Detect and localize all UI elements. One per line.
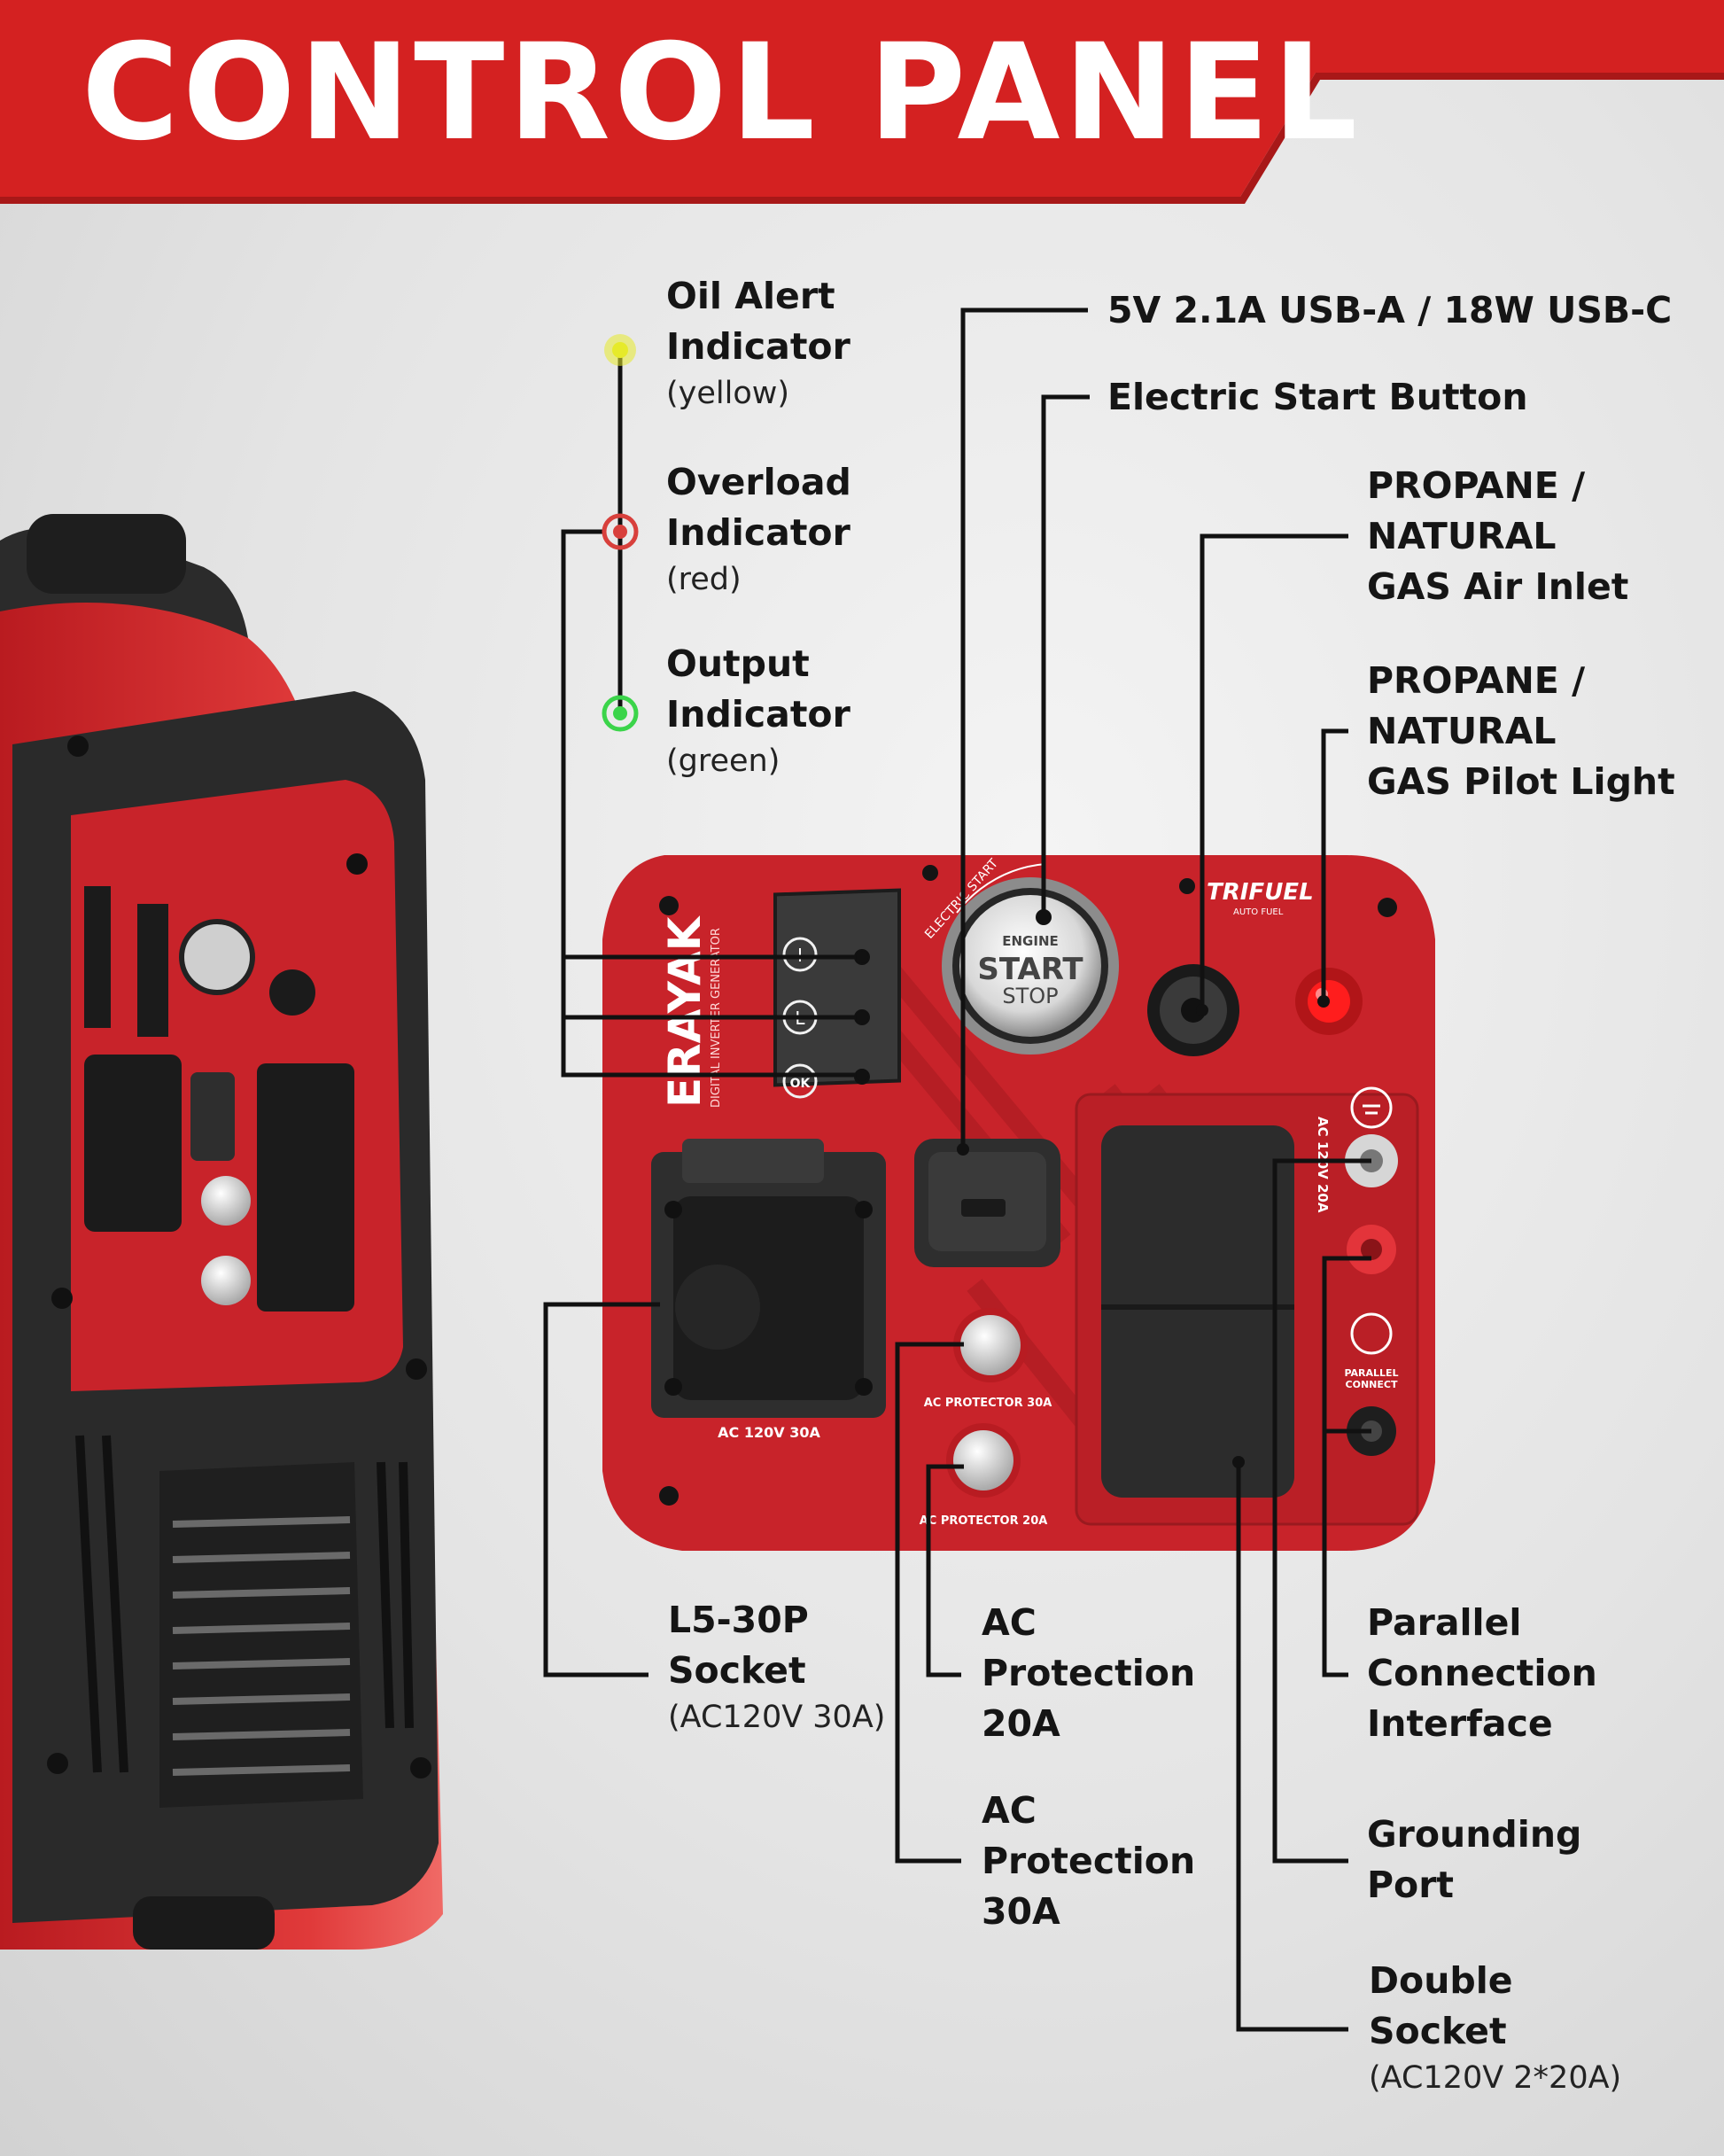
double-socket-line1: Double [1369,1959,1513,2002]
ac20-line1: AC [982,1601,1037,1644]
ac30-line3: 30A [982,1890,1060,1933]
double-socket-callout: Double Socket (AC120V 2*20A) [1369,1956,1621,2099]
ac30-line1: AC [982,1789,1037,1832]
output-icon-glyph: OK [790,1077,812,1091]
l5-30p-socket[interactable]: AC 120V 30A [651,1139,886,1441]
air-inlet-callout: PROPANE / NATURAL GAS Air Inlet [1367,461,1628,612]
l5-30p-note: (AC120V 30A) [668,1700,886,1735]
front-control-panel: ERAYAK DIGITAL INVERTER GENERATOR ! L OK… [602,855,1435,1551]
usb-callout: 5V 2.1A USB-A / 18W USB-C [1107,285,1672,336]
oil-alert-indicator-label: Oil Alert Indicator (yellow) [666,271,850,415]
gas-pilot-light [1295,968,1363,1035]
start-button-main-text: START [977,952,1083,987]
pilot-light-line1: PROPANE / [1367,659,1586,702]
parallel-panel-label-line2: CONNECT [1346,1379,1398,1390]
electric-start-callout: Electric Start Button [1107,372,1528,423]
air-inlet-line2: NATURAL [1367,515,1557,557]
output-line1: Output [666,642,810,685]
grounding-line1: Grounding [1367,1813,1582,1856]
panel-brand-subtext: DIGITAL INVERTER GENERATOR [710,928,723,1108]
electric-start-callout-text: Electric Start Button [1107,376,1528,418]
overload-line1: Overload [666,461,851,503]
parallel-line3: Interface [1367,1702,1553,1745]
parallel-line2: Connection [1367,1652,1597,1694]
pilot-light-line2: NATURAL [1367,710,1557,752]
header-banner [0,0,1724,204]
l5-30p-line2: Socket [668,1649,806,1692]
double-socket-note: (AC120V 2*20A) [1369,2060,1622,2096]
overload-indicator-label: Overload Indicator (red) [666,457,851,601]
generator-side-view [0,514,443,1950]
output-indicator-label: Output Indicator (green) [666,639,850,782]
start-button-top-text: ENGINE [1002,933,1059,949]
overload-line2: Indicator [666,511,850,554]
ac30-line2: Protection [982,1840,1196,1882]
output-color-note: (green) [666,743,780,779]
panel-brand-text: ERAYAK [659,915,711,1108]
oil-alert-line2: Indicator [666,325,850,368]
l5-30p-socket-callout: L5-30P Socket (AC120V 30A) [668,1595,885,1739]
trifuel-logo-text: TRIFUEL [1207,879,1314,906]
ac20-line2: Protection [982,1652,1196,1694]
usb-callout-text: 5V 2.1A USB-A / 18W USB-C [1107,289,1673,331]
output-line2: Indicator [666,693,850,736]
page-title: CONTROL PANEL [82,16,1362,170]
start-button-bottom-text: STOP [1002,984,1058,1008]
oil-alert-line1: Oil Alert [666,275,835,317]
double-socket-line2: Socket [1369,2010,1507,2052]
outlet-panel-label: AC 120V 20A [1315,1117,1331,1213]
pilot-light-line3: GAS Pilot Light [1367,760,1675,803]
ac20-line3: 20A [982,1702,1060,1745]
ac-protection-20a-callout: AC Protection 20A [982,1598,1195,1749]
air-inlet-line1: PROPANE / [1367,464,1586,507]
grounding-line2: Port [1367,1864,1455,1906]
oil-icon-glyph: ! [796,945,804,966]
pilot-light-callout: PROPANE / NATURAL GAS Pilot Light [1367,656,1675,807]
air-inlet-line3: GAS Air Inlet [1367,565,1629,608]
l5-30p-line1: L5-30P [668,1599,809,1641]
usb-port-cover[interactable] [914,1139,1060,1267]
parallel-line1: Parallel [1367,1601,1522,1644]
trifuel-logo-subtext: AUTO FUEL [1233,907,1284,917]
overload-icon-glyph: L [795,1008,805,1029]
socket-30a-panel-label: AC 120V 30A [718,1424,820,1441]
overload-color-note: (red) [666,562,742,597]
parallel-panel-label-line1: PARALLEL [1344,1367,1398,1379]
oil-alert-color-note: (yellow) [666,376,790,411]
gas-air-inlet-knob[interactable] [1147,964,1239,1056]
grounding-port-callout: Grounding Port [1367,1810,1581,1911]
protector-30a-panel-label: AC PROTECTOR 30A [924,1397,1052,1410]
protector-20a-panel-label: AC PROTECTOR 20A [920,1514,1048,1528]
parallel-connection-callout: Parallel Connection Interface [1367,1598,1597,1749]
ac-protection-30a-callout: AC Protection 30A [982,1786,1195,1937]
